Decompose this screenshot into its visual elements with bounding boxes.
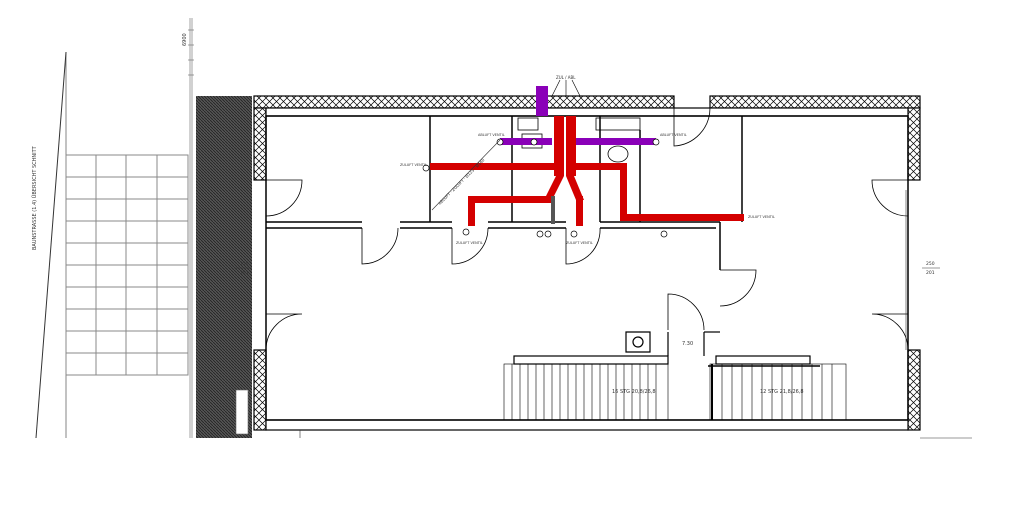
supply-ducts (430, 116, 744, 226)
stair-right-label: 12 STG 21,8/26,8 (760, 389, 804, 395)
door-swings (265, 107, 909, 351)
valve-label-4: ZULUFT VENTIL (748, 215, 775, 219)
vertical-ruler (188, 18, 194, 438)
dark-gravel-strip (196, 96, 252, 438)
top-vertical-dim: 6900 (182, 33, 188, 46)
diagonal-leader (431, 139, 501, 211)
exhaust-ducts (500, 86, 656, 145)
right-dim-upper: 250 (926, 261, 935, 267)
left-dim-upper: 250 (240, 261, 249, 267)
valve-symbols (422, 138, 668, 238)
paving-grid (65, 154, 189, 376)
stairs-right (708, 355, 847, 421)
center-stair-label: 7.30 (682, 341, 693, 347)
left-slanted-note-text: BAUNSTRASSE (1.4) ÜBERSICHT SCHNITT (31, 145, 38, 250)
right-dim-lower: 201 (926, 270, 935, 276)
baselines (299, 190, 972, 439)
strip-notch (235, 389, 249, 435)
top-annotation (551, 79, 581, 97)
stairs-left (503, 355, 669, 421)
left-dim-lower: 201 (240, 270, 249, 276)
valve-label-6: ZULUFT VENTIL (566, 241, 593, 245)
valve-label-1: ZULUFT VENTIL (400, 163, 427, 167)
valve-label-2: ABLUFT VENTIL (478, 133, 505, 137)
valve-label-3: ABLUFT VENTIL (660, 133, 687, 137)
valve-label-5: ZULUFT VENTIL (456, 241, 483, 245)
top-small-note: ZUL / ABL (556, 75, 576, 80)
stair-partition (625, 331, 720, 356)
stair-left-label: 16 STG 20,8/26,8 (612, 389, 656, 395)
exterior-walls (253, 95, 921, 431)
left-slanted-note: BAUNSTRASSE (1.4) ÜBERSICHT SCHNITT (31, 51, 67, 439)
